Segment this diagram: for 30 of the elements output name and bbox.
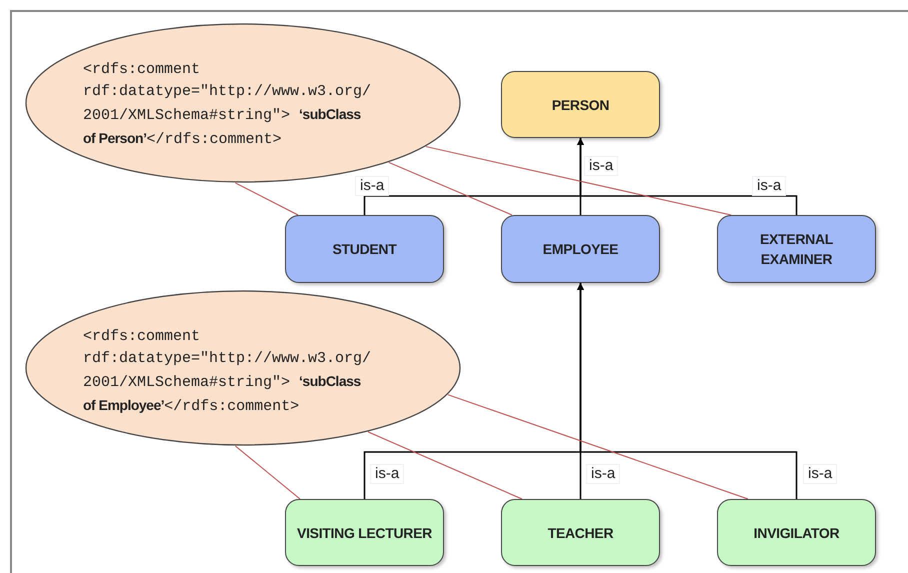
class-name: TEACHER [546, 524, 614, 542]
connector-line [388, 162, 512, 216]
class-box [501, 215, 660, 283]
edge-label: is-a [752, 176, 786, 196]
arrow [577, 138, 798, 215]
class-name: INVIGILATOR [752, 524, 840, 542]
connector-line [447, 394, 748, 500]
connector-line [425, 146, 732, 216]
connector-line [234, 445, 300, 500]
edge-label: is-a [584, 156, 618, 176]
edge-label: is-a [803, 464, 838, 484]
class-name: VISITING LECTURER [296, 524, 433, 542]
class-box [285, 499, 444, 566]
connector-line [234, 182, 298, 216]
class-box [717, 215, 876, 283]
class-name: PERSON [550, 96, 610, 114]
class-box [501, 499, 660, 566]
class-box [717, 499, 876, 566]
connector-line [368, 431, 522, 500]
class-name: EXTERNAL EXAMINER [758, 230, 834, 269]
class-name: STUDENT [331, 240, 398, 259]
comment-text: <rdfs:comment rdf:datatype="http://www.w3.org/2001/XMLSchema#string"> ‘subClass of Person’</rdfs:comment> [83, 60, 372, 150]
edge-label: is-a [586, 464, 620, 484]
comment-text: <rdfs:comment rdf:datatype="http://www.w3.org/2001/XMLSchema#string"> ‘subClass of Employee’</rdfs:comment> [83, 327, 372, 417]
class-box [285, 215, 444, 283]
arrow [577, 283, 798, 499]
class-box [501, 71, 660, 138]
edge-label: is-a [370, 464, 404, 484]
class-name: EMPLOYEE [542, 240, 620, 259]
edge-label: is-a [355, 176, 390, 196]
